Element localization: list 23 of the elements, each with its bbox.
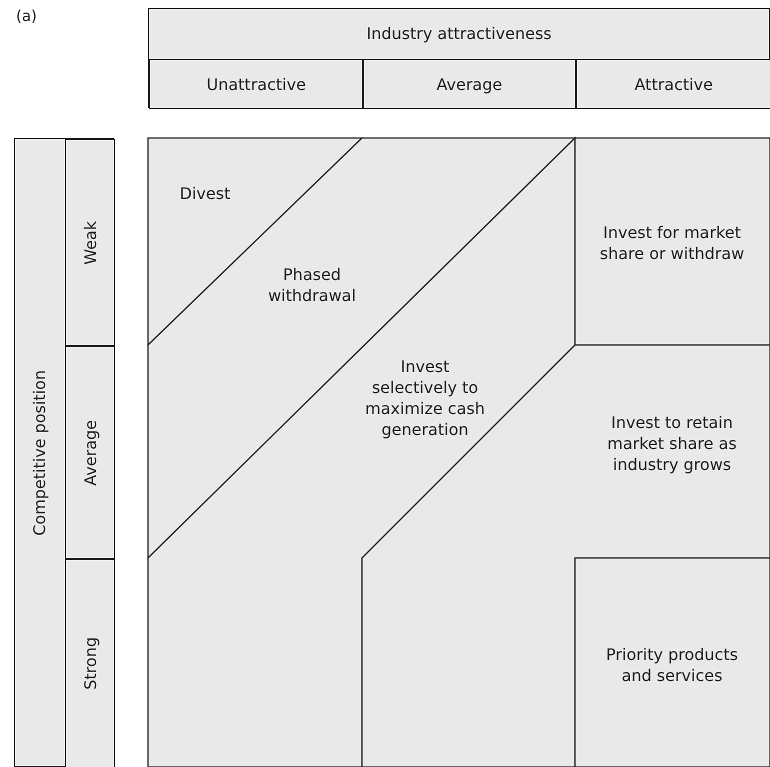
row-header xyxy=(65,346,115,559)
strategy-label: Phased withdrawal xyxy=(267,264,357,306)
strategy-label: Divest xyxy=(178,182,232,204)
category-label: Average xyxy=(80,420,100,486)
strategy-label: Invest selectively to maximize cash generation xyxy=(364,356,486,440)
category-label: Strong xyxy=(80,637,100,690)
panel-label: (a) xyxy=(16,6,37,27)
row-header xyxy=(65,139,115,346)
category-label: Attractive xyxy=(634,74,713,94)
axis-title: Industry attractiveness xyxy=(366,22,552,44)
column-header xyxy=(363,59,576,109)
header-box xyxy=(14,138,114,767)
header-box xyxy=(148,8,770,108)
column-header xyxy=(149,59,363,109)
column-header xyxy=(576,59,770,109)
category-label: Weak xyxy=(80,220,100,264)
strategy-label: Invest to retain market share as industry grows xyxy=(606,412,738,474)
row-header xyxy=(65,559,115,767)
strategy-label: Invest for market share or withdraw xyxy=(598,222,746,264)
strategy-label: Priority products and services xyxy=(605,644,739,686)
category-label: Average xyxy=(436,74,502,94)
axis-title: Competitive position xyxy=(28,370,50,536)
category-label: Unattractive xyxy=(206,74,306,94)
